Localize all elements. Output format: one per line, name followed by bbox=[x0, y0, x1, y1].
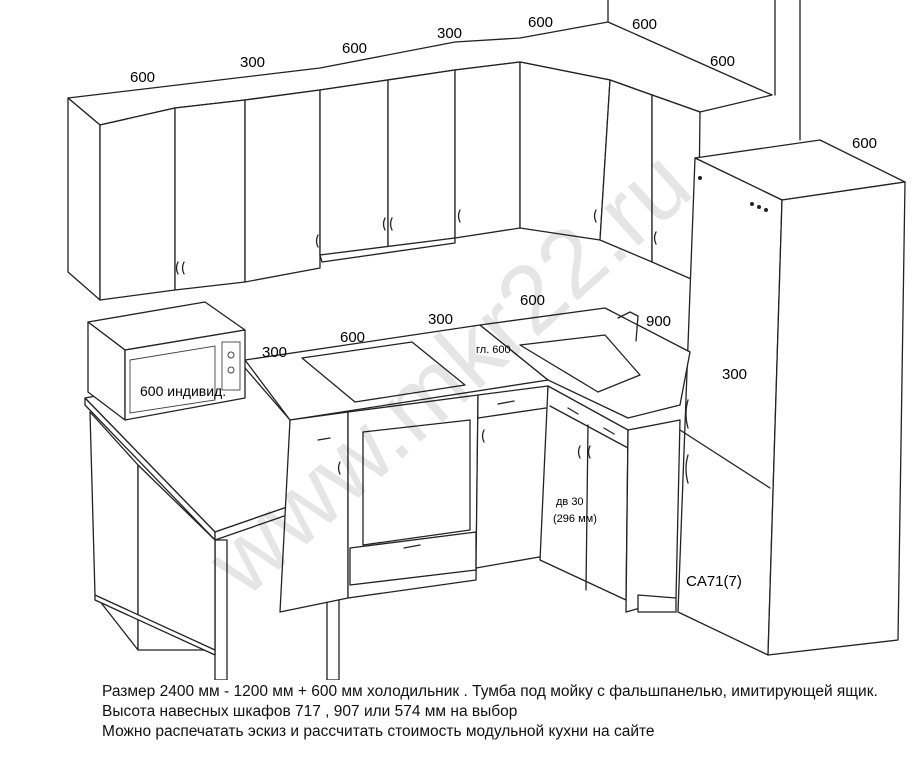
dim-upper-7: 600 bbox=[710, 53, 735, 70]
dim-fridge-depth: 600 bbox=[852, 135, 877, 152]
dim-upper-3: 600 bbox=[342, 40, 367, 57]
microwave-label: 600 индивид. bbox=[140, 383, 226, 399]
caption-line-2: Высота навесных шкафов 717 , 907 или 574… bbox=[102, 703, 518, 720]
base-cabinets bbox=[84, 307, 691, 680]
refrigerator bbox=[677, 139, 906, 656]
dim-upper-6: 600 bbox=[632, 16, 657, 33]
dim-base-3: 300 bbox=[428, 311, 453, 328]
door-width-label: дв 30 bbox=[556, 496, 584, 508]
dim-base-5: 900 bbox=[646, 313, 671, 330]
kitchen-sketch: www.mkr22.ru 600 300 600 300 600 600 600… bbox=[67, 0, 906, 680]
microwave bbox=[87, 301, 246, 421]
dim-base-1: 300 bbox=[262, 344, 287, 361]
dim-base-4: 600 bbox=[520, 292, 545, 309]
door-width-mm-label: (296 мм) bbox=[553, 513, 597, 525]
fridge-model-label: CA71(7) bbox=[686, 573, 742, 590]
caption-line-1: Размер 2400 мм - 1200 мм + 600 мм холоди… bbox=[102, 683, 878, 700]
dim-fridge-mid: 300 bbox=[722, 366, 747, 383]
wall-lines bbox=[607, 0, 801, 141]
caption-line-3: Можно распечатать эскиз и рассчитать сто… bbox=[102, 723, 655, 740]
dim-upper-5: 600 bbox=[528, 14, 553, 31]
dim-sink-depth: гл. 600 bbox=[476, 344, 511, 356]
dim-upper-2: 300 bbox=[240, 54, 265, 71]
caption: Размер 2400 мм - 1200 мм + 600 мм холоди… bbox=[102, 682, 912, 742]
dim-base-2: 600 bbox=[340, 329, 365, 346]
upper-cabinets bbox=[67, 21, 773, 301]
dim-upper-4: 300 bbox=[437, 25, 462, 42]
dim-upper-1: 600 bbox=[130, 69, 155, 86]
